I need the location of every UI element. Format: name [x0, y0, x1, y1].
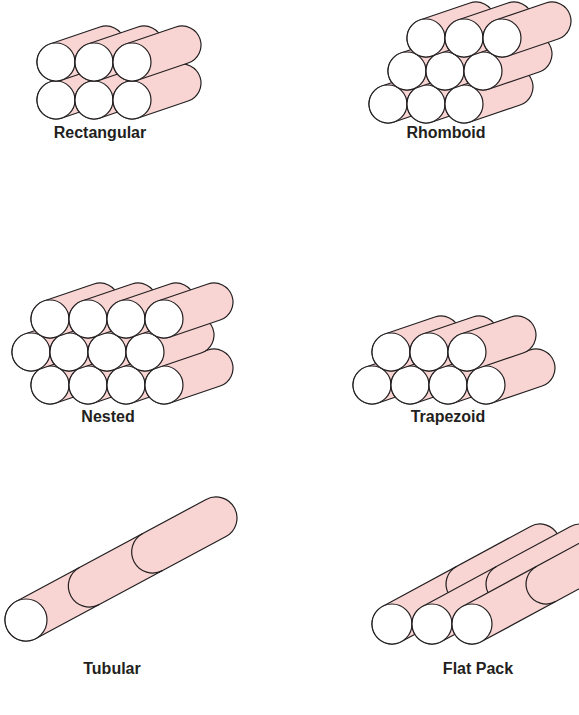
cylinder-end — [445, 19, 483, 57]
cylinder-end — [31, 366, 69, 404]
cylinder-end — [31, 300, 69, 338]
stack-label: Rhomboid — [406, 124, 485, 142]
cylinder-end — [429, 366, 467, 404]
cylinder-end — [407, 19, 445, 57]
stack-label: Tubular — [83, 660, 140, 678]
cylinder-end — [369, 85, 407, 123]
cylinder-end — [452, 604, 492, 644]
trapezoid-stack — [353, 316, 555, 404]
cylinder-end — [75, 81, 113, 119]
cylinder-end — [107, 300, 145, 338]
cylinder-body — [145, 283, 233, 338]
nested-stack — [12, 283, 233, 404]
cylinder-seam — [526, 566, 555, 604]
cylinder-body — [113, 26, 201, 81]
cylinder-end — [75, 43, 113, 81]
cylinder-end — [372, 604, 412, 644]
cylinder-end — [412, 604, 452, 644]
cylinder-end — [391, 366, 429, 404]
cylinder-end — [483, 19, 521, 57]
cylinder-body — [448, 316, 536, 371]
cylinder-end — [37, 43, 75, 81]
flat-pack-stack — [372, 524, 579, 644]
cylinder-body — [452, 524, 579, 644]
stack-label: Rectangular — [54, 124, 146, 142]
tubular-stack — [5, 497, 237, 641]
cylinder-end — [37, 81, 75, 119]
cylinder-end — [353, 366, 391, 404]
cylinder-end — [372, 333, 410, 371]
cylinder-end — [50, 333, 88, 371]
cylinder-body — [483, 2, 571, 57]
cylinder-end — [388, 52, 426, 90]
rectangular-stack — [37, 26, 201, 119]
cylinder-end — [426, 52, 464, 90]
cylinder-end — [69, 300, 107, 338]
cylinder-end — [407, 85, 445, 123]
cylinder-end — [145, 366, 183, 404]
stack-label: Nested — [81, 408, 134, 426]
cylinder-end — [445, 85, 483, 123]
cylinder-end — [69, 366, 107, 404]
cylinder-end — [410, 333, 448, 371]
cylinder-end — [145, 300, 183, 338]
cylinder-end — [464, 52, 502, 90]
cylinder-seam — [68, 567, 99, 606]
cylinder-end — [107, 366, 145, 404]
cylinder-end — [113, 43, 151, 81]
cylinder-end — [5, 599, 47, 641]
cylinder-end — [113, 81, 151, 119]
cylinder-body — [5, 497, 237, 641]
stack-label: Trapezoid — [411, 408, 486, 426]
cylinder-end — [12, 333, 50, 371]
cylinder-seam — [132, 533, 163, 572]
rhomboid-stack — [369, 2, 571, 123]
cylinder-end — [467, 366, 505, 404]
cylinder-end — [448, 333, 486, 371]
stack-label: Flat Pack — [443, 660, 513, 678]
cylinder-end — [126, 333, 164, 371]
cylinder-end — [88, 333, 126, 371]
